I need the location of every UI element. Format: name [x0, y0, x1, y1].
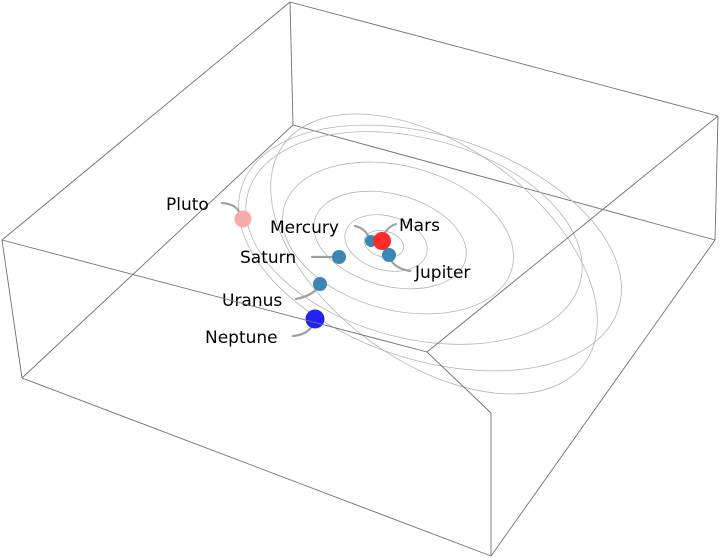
- orbits: [238, 113, 622, 395]
- label-neptune: Neptune: [205, 328, 278, 348]
- orbit-neptune: [238, 124, 622, 372]
- box-edge: [426, 115, 719, 353]
- label-jupiter: Jupiter: [414, 263, 470, 283]
- box-edge: [426, 351, 492, 414]
- box-edge: [289, 1, 294, 126]
- planet-labels: Pluto Mercury Mars Saturn Jupiter Uranus…: [166, 195, 470, 348]
- box-edge: [1, 1, 291, 241]
- planet-neptune: [305, 309, 325, 329]
- box-edge: [292, 124, 716, 241]
- label-mars: Mars: [399, 216, 440, 236]
- box-edge: [1, 239, 23, 379]
- box-edge: [1, 239, 428, 353]
- planet-pluto: [234, 210, 252, 228]
- orbit-saturn: [282, 161, 514, 315]
- label-pluto: Pluto: [166, 195, 209, 215]
- label-mercury: Mercury: [270, 218, 339, 238]
- orbit-pluto: [270, 113, 598, 395]
- box-edge: [21, 124, 294, 379]
- label-uranus: Uranus: [222, 291, 282, 311]
- orbit-mercury: [363, 230, 405, 258]
- orbit-uranus: [245, 131, 583, 345]
- planet-uranus: [313, 277, 327, 291]
- label-saturn: Saturn: [240, 248, 296, 268]
- orbit-jupiter: [313, 190, 467, 290]
- planet-mars: [373, 232, 391, 250]
- planet-jupiter: [382, 248, 396, 262]
- bounding-box-front: [1, 115, 719, 557]
- box-edge: [714, 115, 719, 241]
- bounding-box: [1, 1, 719, 379]
- box-edge: [490, 239, 716, 557]
- box-edge: [289, 1, 719, 117]
- orbit-mars: [344, 214, 428, 272]
- planet-saturn: [332, 250, 346, 264]
- box-edge: [21, 377, 492, 557]
